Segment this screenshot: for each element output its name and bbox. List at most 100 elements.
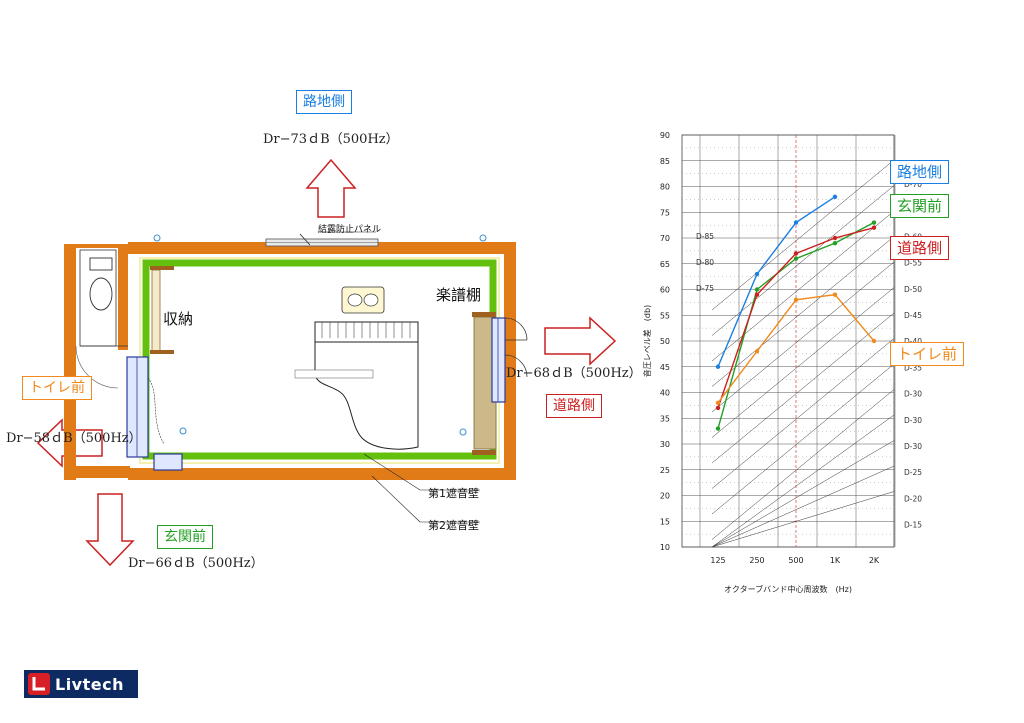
right-door bbox=[491, 317, 528, 403]
entrance-reading: Dr−66ｄB（500Hz） bbox=[128, 556, 264, 571]
y-tick-label: 35 bbox=[660, 414, 670, 423]
music-shelf-label: 楽譜棚 bbox=[436, 286, 482, 304]
data-point bbox=[754, 349, 760, 354]
second-wall-label: 第2遮音壁 bbox=[428, 519, 479, 532]
first-wall-label: 第1遮音壁 bbox=[428, 487, 479, 500]
sound-insulation-chart: 1015202530354045505560657075808590D-70D-… bbox=[642, 131, 922, 594]
data-point bbox=[871, 225, 877, 230]
toilet-room bbox=[75, 249, 128, 389]
legend-road: 道路側 bbox=[890, 236, 950, 260]
data-point bbox=[793, 251, 799, 256]
y-tick-label: 60 bbox=[660, 286, 670, 295]
data-point bbox=[871, 338, 877, 344]
piano-bench bbox=[341, 286, 385, 314]
d-rating-inner-label: D-75 bbox=[696, 284, 714, 293]
y-tick-label: 80 bbox=[660, 183, 670, 192]
data-point bbox=[754, 287, 760, 292]
y-tick-label: 25 bbox=[660, 466, 670, 475]
y-tick-label: 75 bbox=[660, 208, 670, 217]
x-tick-label: 2K bbox=[869, 556, 880, 565]
road-arrow bbox=[544, 316, 617, 366]
x-tick-label: 1K bbox=[830, 556, 841, 565]
d-rating-label: D-15 bbox=[904, 521, 922, 530]
d-rating-label: D-30 bbox=[904, 442, 922, 451]
data-point bbox=[715, 405, 721, 411]
data-point bbox=[715, 426, 721, 431]
legend-alley: 路地側 bbox=[890, 160, 950, 184]
d-rating-label: D-55 bbox=[904, 259, 922, 268]
storage-shelf bbox=[151, 269, 161, 353]
d-curve bbox=[711, 312, 895, 464]
data-point bbox=[793, 297, 799, 302]
d-curve bbox=[711, 159, 895, 311]
toilet-reading: Dr−58ｄB（500Hz） bbox=[6, 431, 142, 446]
d-curve bbox=[711, 338, 895, 489]
y-tick-label: 40 bbox=[660, 389, 670, 398]
d-rating-label: D-25 bbox=[904, 468, 922, 477]
d-curve bbox=[711, 389, 895, 540]
d-rating-label: D-70 bbox=[904, 180, 922, 189]
floor-plan bbox=[36, 158, 617, 567]
legend-toilet: トイレ前 bbox=[890, 342, 965, 366]
left-door bbox=[126, 356, 183, 471]
x-axis-label: オクターブバンド中心周波数 (Hz) bbox=[724, 584, 852, 594]
data-point bbox=[715, 364, 721, 369]
data-point bbox=[793, 220, 799, 225]
d-rating-inner-label: D-80 bbox=[696, 258, 714, 267]
data-point bbox=[793, 256, 799, 261]
d-curve bbox=[711, 236, 895, 387]
y-tick-label: 30 bbox=[660, 440, 670, 449]
entrance-arrow bbox=[85, 493, 135, 567]
d-rating-label: D-30 bbox=[904, 390, 922, 399]
data-point bbox=[832, 292, 838, 297]
d-rating-label: D-35 bbox=[904, 363, 922, 372]
y-axis-label: 音圧レベル差 (db) bbox=[642, 305, 652, 377]
d-rating-inner-label: D-85 bbox=[696, 232, 714, 241]
y-tick-label: 65 bbox=[660, 260, 670, 269]
y-tick-label: 45 bbox=[660, 363, 670, 372]
d-rating-label: D-30 bbox=[904, 416, 922, 425]
entrance-tag: 玄関前 bbox=[157, 525, 213, 549]
road-tag: 道路側 bbox=[546, 394, 602, 418]
data-point bbox=[832, 235, 838, 241]
piano bbox=[294, 321, 419, 450]
d-curve bbox=[711, 440, 895, 548]
d-rating-label: D-45 bbox=[904, 311, 922, 320]
brand-name: Livtech bbox=[55, 674, 124, 694]
outer-wall bbox=[64, 242, 516, 480]
panel-label: 結露防止パネル bbox=[318, 225, 382, 235]
d-rating-label: D-40 bbox=[904, 337, 922, 346]
data-point bbox=[832, 240, 838, 246]
x-tick-label: 500 bbox=[788, 556, 803, 565]
d-rating-label: D-50 bbox=[904, 285, 922, 294]
x-tick-label: 125 bbox=[710, 556, 725, 565]
livtech-logo-icon bbox=[28, 673, 50, 695]
brand-logo: Livtech bbox=[24, 670, 138, 698]
y-tick-label: 50 bbox=[660, 337, 670, 346]
data-point bbox=[871, 220, 877, 225]
road-reading: Dr−68ｄB（500Hz） bbox=[506, 366, 642, 381]
d-curve bbox=[711, 414, 895, 548]
y-tick-label: 20 bbox=[660, 492, 670, 501]
x-tick-label: 250 bbox=[749, 556, 764, 565]
y-tick-label: 15 bbox=[660, 517, 670, 526]
storage-label: 収納 bbox=[163, 310, 194, 328]
legend-entrance: 玄関前 bbox=[890, 194, 950, 218]
alley-arrow bbox=[305, 158, 357, 218]
alley-reading: Dr−73ｄB（500Hz） bbox=[263, 132, 399, 147]
d-curve bbox=[711, 465, 895, 548]
y-tick-label: 90 bbox=[660, 131, 670, 140]
alley-tag: 路地側 bbox=[296, 90, 352, 114]
data-point bbox=[754, 292, 760, 297]
d-curve bbox=[711, 287, 895, 438]
d-curve bbox=[711, 363, 895, 515]
data-point bbox=[832, 194, 838, 199]
y-tick-label: 85 bbox=[660, 157, 670, 166]
d-curve bbox=[711, 491, 895, 548]
series-line-0 bbox=[717, 196, 836, 368]
toilet-tag: トイレ前 bbox=[22, 376, 92, 400]
data-point bbox=[754, 271, 760, 277]
y-tick-label: 70 bbox=[660, 234, 670, 243]
y-tick-label: 10 bbox=[660, 543, 670, 552]
vent-icon bbox=[153, 234, 487, 436]
